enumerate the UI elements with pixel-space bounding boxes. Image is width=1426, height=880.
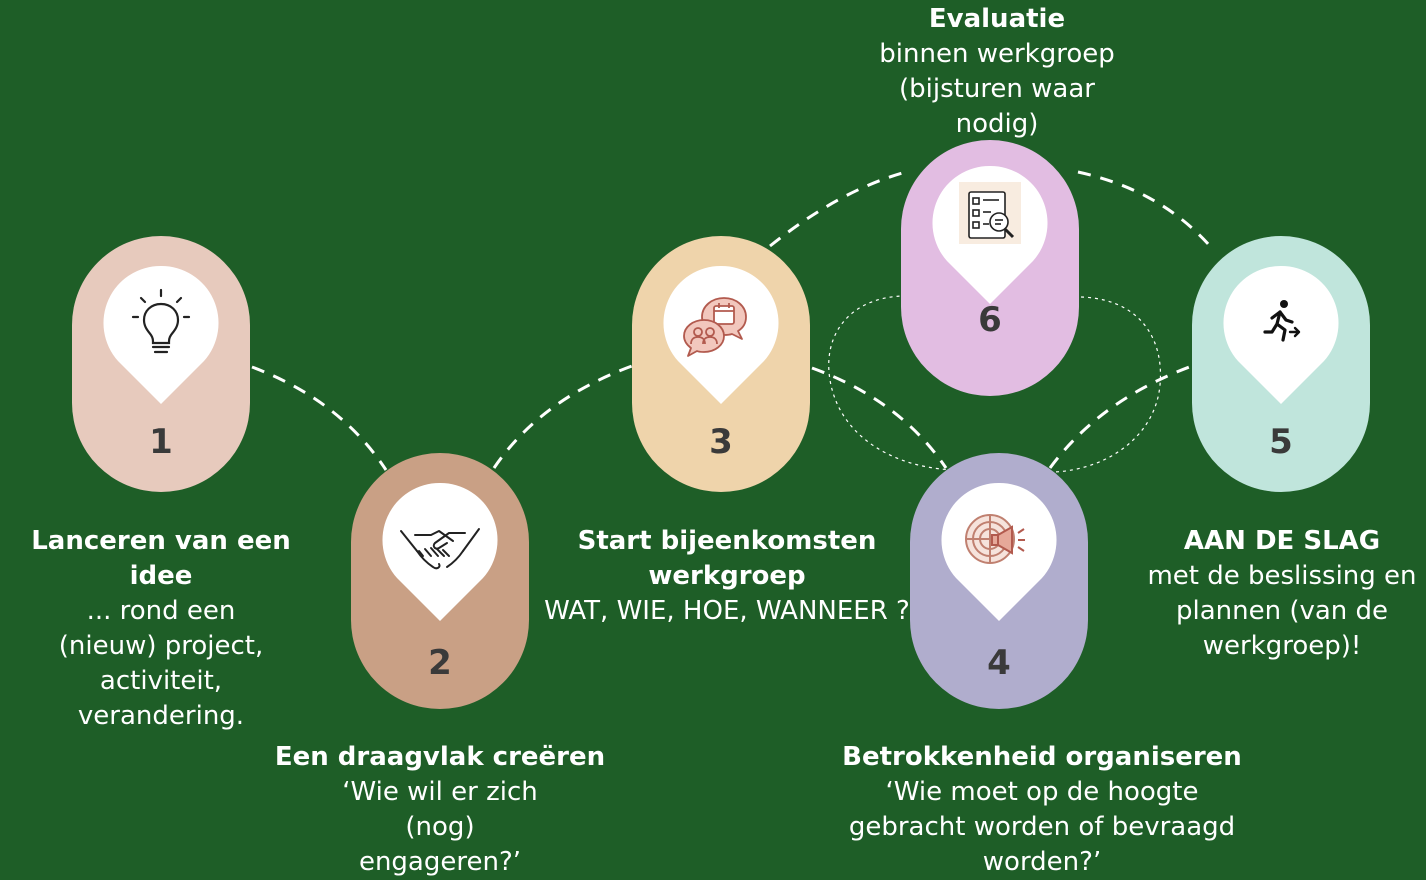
connector-3-4 bbox=[811, 366, 948, 469]
step-6-caption: Evaluatie binnen werkgroep (bijsturen wa… bbox=[840, 2, 1154, 142]
step-3-pin bbox=[660, 262, 782, 408]
chat-calendar-icon bbox=[683, 297, 747, 357]
step-4-number: 4 bbox=[987, 643, 1011, 683]
step-2-subtitle: ‘Wie wil er zich (nog) engageren?’ bbox=[342, 777, 538, 877]
step-5-number: 5 bbox=[1269, 422, 1293, 462]
step-4-subtitle: ‘Wie moet op de hoogte gebracht worden o… bbox=[848, 777, 1236, 877]
step-3-subtitle: WAT, WIE, HOE, WANNEER ? bbox=[544, 596, 910, 626]
step-3-pill: 3 bbox=[632, 236, 810, 492]
running-person-icon bbox=[1263, 300, 1301, 342]
handshake-icon bbox=[400, 528, 480, 570]
step-3-caption: Start bijeenkomsten werkgroep WAT, WIE, … bbox=[520, 524, 934, 629]
step-1-number: 1 bbox=[149, 422, 173, 462]
cycle-loop-right bbox=[1039, 296, 1162, 473]
step-6-number: 6 bbox=[978, 300, 1002, 340]
step-5-pill: 5 bbox=[1192, 236, 1370, 492]
connector-4-5 bbox=[1048, 364, 1193, 469]
step-5-pin bbox=[1220, 262, 1342, 408]
step-3-title: Start bijeenkomsten werkgroep bbox=[577, 526, 877, 591]
step-1-caption: Lanceren van een idee ... rond een (nieu… bbox=[0, 524, 322, 734]
connector-3-6 bbox=[769, 170, 907, 248]
step-2-pill: 2 bbox=[351, 453, 529, 709]
step-6-pill: 6 bbox=[901, 140, 1079, 396]
step-2-pin bbox=[379, 479, 501, 625]
step-2-caption: Een draagvlak creëren ‘Wie wil er zich (… bbox=[270, 740, 610, 880]
step-1-title: Lanceren van een idee bbox=[31, 526, 291, 591]
step-5-caption: AAN DE SLAG met de beslissing en plannen… bbox=[1138, 524, 1426, 664]
step-3-number: 3 bbox=[709, 422, 733, 462]
step-2-title: Een draagvlak creëren bbox=[274, 742, 606, 772]
connector-1-2 bbox=[251, 365, 388, 471]
step-5-title: AAN DE SLAG bbox=[1183, 526, 1381, 556]
target-megaphone-icon bbox=[965, 514, 1025, 564]
step-4-pin bbox=[938, 479, 1060, 625]
step-4-title: Betrokkenheid organiseren bbox=[842, 742, 1242, 772]
step-6-pin bbox=[929, 162, 1051, 308]
step-1-pill: 1 bbox=[72, 236, 250, 492]
step-5-subtitle: met de beslissing en plannen (van de wer… bbox=[1147, 561, 1417, 661]
step-1-subtitle: ... rond een (nieuw) project, activiteit… bbox=[58, 596, 264, 731]
step-6-subtitle: binnen werkgroep (bijsturen waar nodig) bbox=[879, 39, 1115, 139]
step-6-title: Evaluatie bbox=[928, 4, 1066, 34]
connector-6-5 bbox=[1077, 170, 1212, 247]
step-4-pill: 4 bbox=[910, 453, 1088, 709]
cycle-loop-left bbox=[828, 295, 961, 471]
connector-2-3 bbox=[492, 364, 633, 469]
step-1-pin bbox=[100, 262, 222, 408]
step-2-number: 2 bbox=[428, 643, 452, 683]
checklist-magnifier-icon bbox=[959, 182, 1021, 244]
lightbulb-icon bbox=[131, 288, 191, 354]
step-4-caption: Betrokkenheid organiseren ‘Wie moet op d… bbox=[832, 740, 1252, 880]
